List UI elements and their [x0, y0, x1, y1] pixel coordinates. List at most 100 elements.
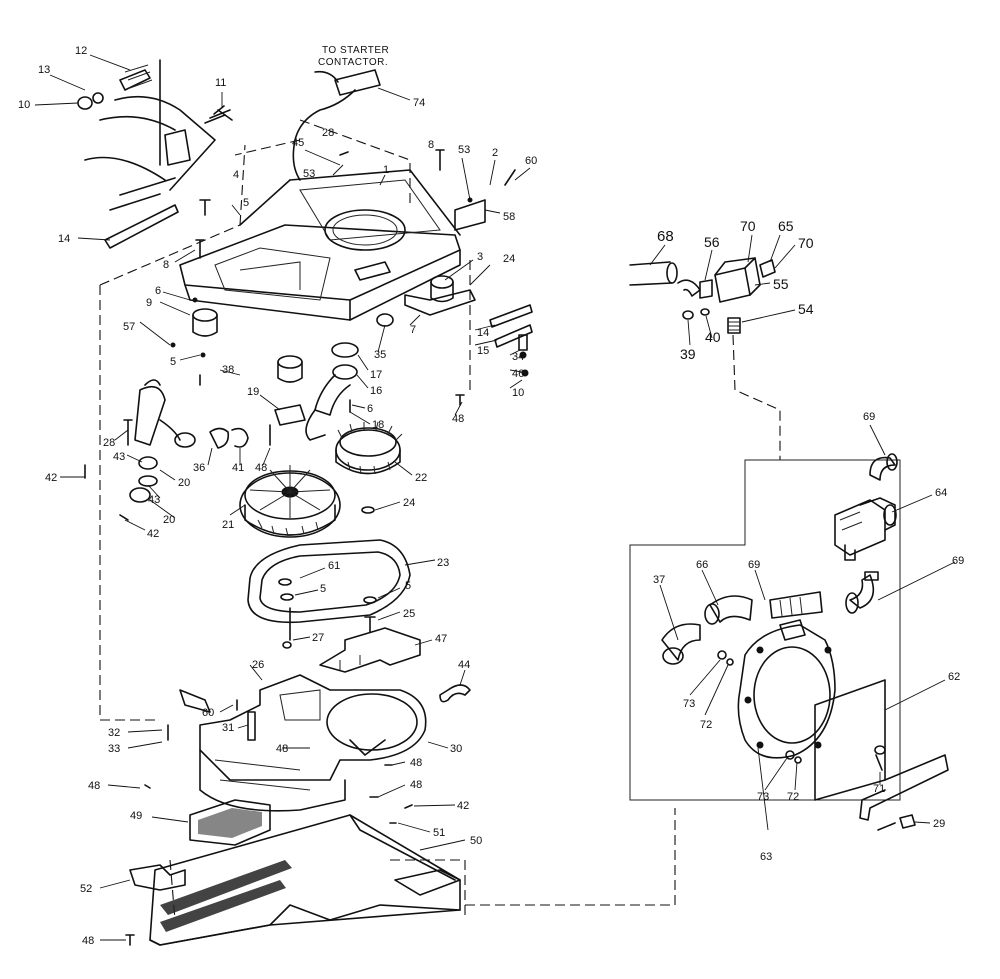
side-brackets	[404, 199, 533, 348]
callout-label: 19	[247, 386, 259, 398]
callout-label: 48	[88, 780, 100, 792]
callout-label: 73	[683, 698, 695, 710]
regulator-housing	[737, 619, 836, 759]
callout-label: 15	[477, 345, 489, 357]
note-line-2: CONTACTOR.	[318, 57, 388, 68]
callout-label: 41	[232, 462, 244, 474]
fasteners	[84, 105, 529, 946]
callout-label: 42	[147, 528, 159, 540]
leader-lines	[34, 54, 956, 941]
callout-label: 51	[433, 827, 445, 839]
callout-label: 65	[778, 218, 794, 234]
callout-label: 69	[748, 559, 760, 571]
callout-label: 64	[935, 487, 947, 499]
callout-label: 12	[75, 45, 87, 57]
callout-label: 48	[410, 757, 422, 769]
callout-label: 44	[458, 659, 470, 671]
callout-label: 34	[512, 351, 524, 363]
callout-label: 13	[38, 64, 50, 76]
callout-label: 66	[696, 559, 708, 571]
callout-label: 43	[148, 494, 160, 506]
callout-label: 20	[163, 514, 175, 526]
callout-label: 1	[383, 164, 389, 176]
callout-label: 50	[470, 835, 482, 847]
callout-label: 38	[222, 364, 234, 376]
blower-wheel-21	[239, 465, 341, 538]
callout-label: 5	[243, 197, 249, 209]
callout-label: 60	[202, 707, 214, 719]
valve-assembly	[629, 257, 776, 334]
callout-label: 27	[312, 632, 324, 644]
callout-label: 42	[45, 472, 57, 484]
base-frame	[179, 169, 461, 321]
callout-labels: 12 13 10 11 74 45 28 53 8 53 2 60 4 5 1 …	[18, 45, 964, 947]
callout-label: 63	[760, 851, 772, 863]
callout-label: 2	[492, 147, 498, 159]
callout-label: 18	[372, 419, 384, 431]
callout-label: 69	[863, 411, 875, 423]
callout-label: 58	[503, 211, 515, 223]
callout-label: 8	[163, 259, 169, 271]
solenoid-assembly-outline	[629, 459, 901, 801]
callout-label: 6	[367, 403, 373, 415]
mounting-posts	[192, 275, 454, 383]
callout-label: 7	[410, 324, 416, 336]
callout-label: 5	[320, 583, 326, 595]
callout-label: 36	[193, 462, 205, 474]
spring-assembly	[77, 59, 231, 191]
callout-label: 73	[757, 791, 769, 803]
callout-label: 57	[123, 321, 135, 333]
drive-belt	[247, 539, 411, 624]
callout-label: 70	[798, 235, 814, 251]
callout-label: 24	[503, 253, 515, 265]
callout-label: 32	[108, 727, 120, 739]
callout-label: 30	[450, 743, 462, 755]
callout-label: 48	[82, 935, 94, 947]
callout-label: 43	[113, 451, 125, 463]
callout-label: 53	[303, 168, 315, 180]
starter-wire	[292, 69, 381, 181]
callout-label: 26	[252, 659, 264, 671]
callout-label: 3	[477, 251, 483, 263]
callout-label: 10	[18, 99, 30, 111]
washers	[278, 506, 377, 649]
note-line-1: TO STARTER	[322, 45, 389, 56]
callout-label: 28	[103, 437, 115, 449]
callout-label: 14	[58, 233, 70, 245]
callout-label: 53	[458, 144, 470, 156]
callout-label: 48	[276, 743, 288, 755]
callout-label: 23	[437, 557, 449, 569]
lower-housing	[179, 627, 427, 812]
callout-label: 39	[680, 346, 696, 362]
callout-label: 35	[374, 349, 386, 361]
callout-label: 46	[512, 368, 524, 380]
callout-label: 62	[948, 671, 960, 683]
callout-label: 10	[512, 387, 524, 399]
callout-label: 20	[178, 477, 190, 489]
blower-wheel-22	[335, 421, 403, 475]
filter-screen	[189, 799, 271, 846]
callout-label: 31	[222, 722, 234, 734]
callout-label: 21	[222, 519, 234, 531]
callout-label: 24	[403, 497, 415, 509]
callout-label: 48	[410, 779, 422, 791]
callout-label: 28	[322, 127, 334, 139]
callout-label: 72	[700, 719, 712, 731]
callout-label: 9	[146, 297, 152, 309]
clip-52	[129, 864, 186, 891]
bottom-tray	[149, 814, 461, 946]
callout-label: 40	[705, 329, 721, 345]
callout-label: 42	[457, 800, 469, 812]
callout-label: 69	[952, 555, 964, 567]
elbow-fittings	[661, 453, 898, 665]
callout-label: 16	[370, 385, 382, 397]
callout-label: 14	[477, 327, 489, 339]
callout-label: 4	[233, 169, 239, 181]
callout-label: 48	[452, 413, 464, 425]
callout-label: 61	[328, 560, 340, 572]
callout-label: 33	[108, 743, 120, 755]
callout-label: 48	[255, 462, 267, 474]
callout-label: 49	[130, 810, 142, 822]
callout-label: 11	[215, 77, 226, 89]
mounting-bracket-62	[814, 679, 949, 831]
